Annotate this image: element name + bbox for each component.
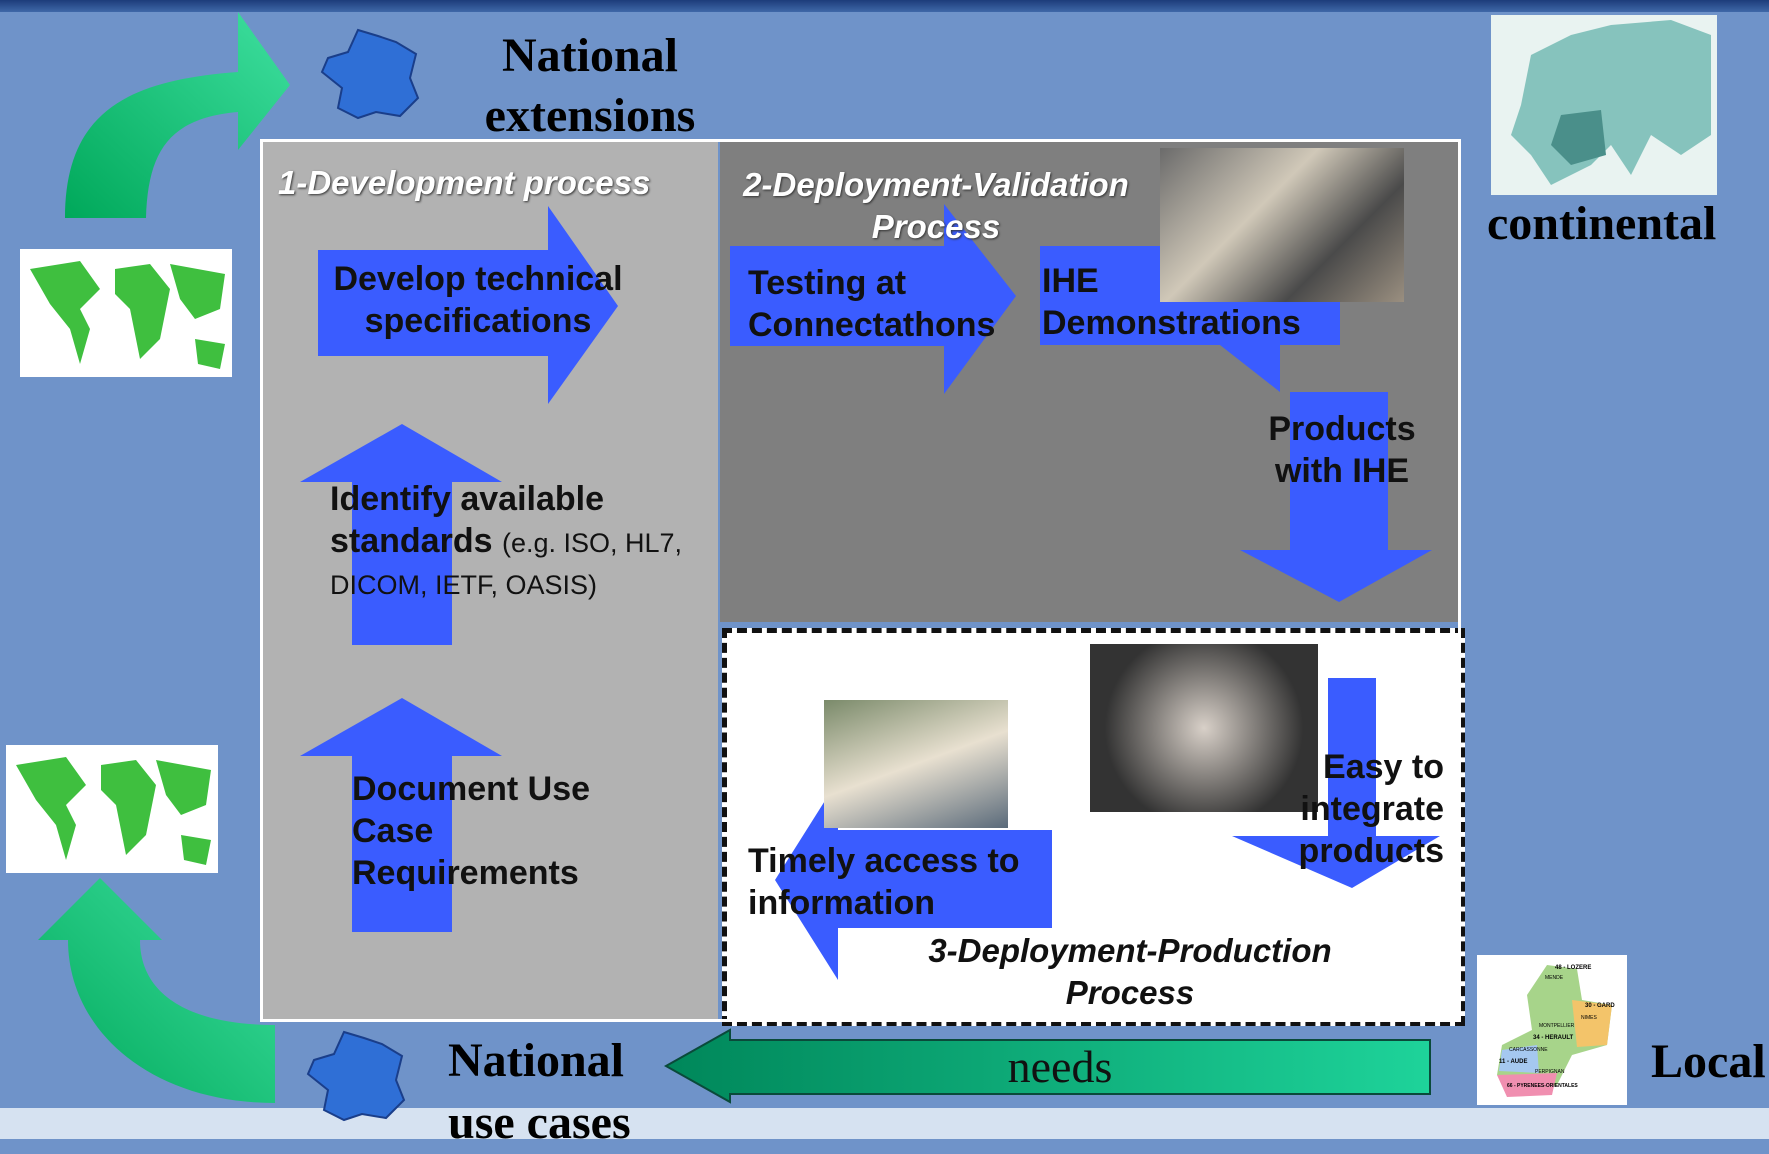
patient-photo bbox=[824, 700, 1008, 828]
top-bar bbox=[0, 0, 1769, 12]
arrow-products bbox=[1240, 392, 1432, 602]
products-label: Products with IHE bbox=[1268, 410, 1416, 490]
france-map-icon bbox=[320, 28, 420, 120]
easy-label: Easy to integrate products bbox=[1298, 748, 1444, 870]
develop-label: Develop technical specifications bbox=[333, 260, 623, 340]
arrow-develop bbox=[318, 206, 618, 404]
arrow-testing bbox=[730, 204, 1016, 394]
local-label: Local bbox=[1651, 1035, 1766, 1088]
validation-title: 2-Deployment-Validation Process bbox=[743, 166, 1129, 245]
france-map-icon bbox=[306, 1030, 406, 1122]
map-label-carcassonne: CARCASSONNE bbox=[1509, 1047, 1548, 1053]
green-arrow-bottom bbox=[38, 878, 275, 1103]
testing-label: Testing at Connectathons bbox=[748, 264, 996, 344]
demonstration-photo bbox=[1160, 148, 1404, 302]
world-map-1 bbox=[20, 249, 232, 377]
identify-note: (e.g. ISO, HL7, DICOM, IETF, OASIS) bbox=[330, 528, 683, 600]
map-label-herault: 34 - HERAULT bbox=[1533, 1035, 1574, 1041]
needs-label: needs bbox=[1007, 1041, 1113, 1092]
local-region-map: 48 - LOZERE MENDE 30 - GARD NIMES MONTPE… bbox=[1477, 955, 1627, 1105]
local-map-icon bbox=[1497, 965, 1612, 1097]
europe-map bbox=[1491, 15, 1717, 195]
map-label-aude: 11 - AUDE bbox=[1499, 1059, 1528, 1065]
world-map-icon bbox=[30, 261, 225, 369]
map-label-pyrenees: 66 - PYRENEES-ORIENTALES bbox=[1507, 1083, 1578, 1089]
europe-map-icon bbox=[1511, 20, 1711, 185]
development-title: 1-Development process bbox=[278, 164, 651, 201]
arrow-timely bbox=[775, 780, 1052, 980]
panel-frame bbox=[260, 139, 1461, 1022]
map-label-mende: MENDE bbox=[1545, 975, 1564, 981]
production-title: 3-Deployment-Production Process bbox=[928, 932, 1332, 1011]
map-label-perpignan: PERPIGNAN bbox=[1535, 1069, 1565, 1075]
needs-arrow bbox=[663, 1028, 1431, 1104]
identify-label: Identify available standards (e.g. ISO, … bbox=[330, 478, 690, 604]
arrow-easy bbox=[1232, 678, 1440, 888]
timely-label: Timely access to information bbox=[748, 842, 1020, 922]
map-label-lozere: 48 - LOZERE bbox=[1555, 965, 1592, 971]
bottom-bar bbox=[0, 1108, 1769, 1139]
map-label-gard: 30 - GARD bbox=[1585, 1003, 1615, 1009]
identify-main: Identify available standards bbox=[330, 480, 604, 560]
document-label: Document Use Case Requirements bbox=[352, 770, 591, 892]
radiology-photo bbox=[1090, 644, 1318, 812]
map-label-montpellier: MONTPELLIER bbox=[1539, 1023, 1575, 1029]
national-extensions-label: National extensions bbox=[484, 29, 696, 142]
arrow-document bbox=[300, 698, 502, 932]
world-map-2 bbox=[6, 745, 218, 873]
world-map-icon bbox=[16, 757, 211, 865]
continental-label: continental bbox=[1487, 197, 1717, 250]
green-arrow-top bbox=[65, 12, 290, 218]
map-label-nimes: NIMES bbox=[1581, 1015, 1597, 1021]
arrow-identify bbox=[300, 424, 502, 645]
ihe-label: IHE Demonstrations bbox=[1042, 262, 1301, 342]
